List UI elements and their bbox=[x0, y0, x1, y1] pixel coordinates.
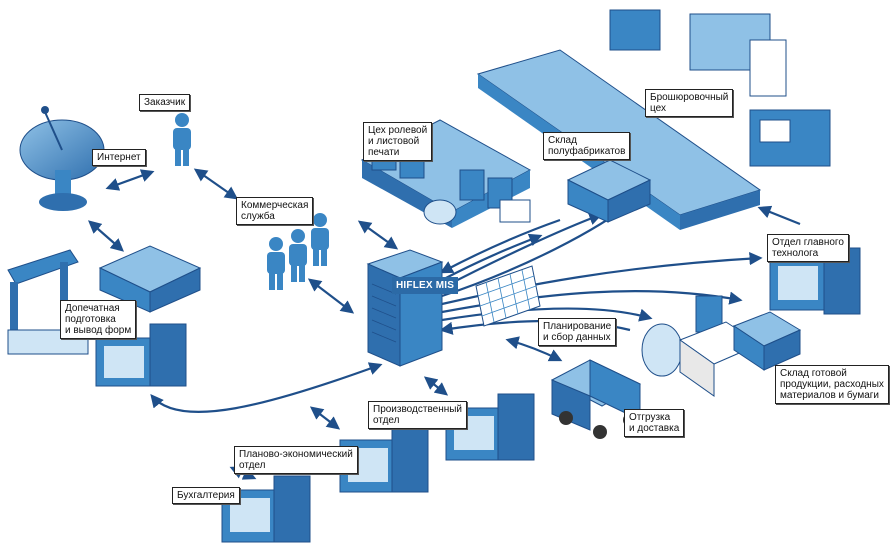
label-planning-econ: Планово-экономический отдел bbox=[234, 446, 358, 474]
workstation-accounting-icon bbox=[221, 475, 311, 543]
delivery-truck-icon bbox=[550, 359, 642, 439]
label-bindery: Брошюровочный цех bbox=[645, 89, 734, 117]
label-chief-tech: Отдел главного технолога bbox=[767, 234, 849, 262]
label-semi-warehouse: Склад полуфабрикатов bbox=[543, 132, 631, 160]
commercial-people-icon bbox=[267, 213, 329, 290]
customer-person-icon bbox=[173, 113, 191, 166]
label-finished-warehouse: Склад готовой продукции, расходных матер… bbox=[775, 365, 889, 404]
semi-finished-warehouse-icon bbox=[566, 159, 652, 223]
label-press-shop: Цех ролевой и листовой печати bbox=[363, 122, 433, 161]
bindery-line-icon bbox=[476, 9, 831, 230]
label-prepress: Допечатная подготовка и вывод форм bbox=[60, 300, 137, 339]
label-commercial: Коммерческая служба bbox=[236, 197, 314, 225]
label-production: Производственный отдел bbox=[368, 401, 468, 429]
hiflex-server-icon bbox=[366, 249, 444, 367]
planning-board-icon bbox=[475, 265, 541, 327]
label-hiflex-mis: HIFLEX MIS bbox=[392, 277, 459, 294]
label-customer: Заказчик bbox=[139, 94, 191, 111]
label-accounting: Бухгалтерия bbox=[172, 487, 240, 504]
label-shipping: Отгрузка и доставка bbox=[624, 409, 685, 437]
prepress-equipment-icon bbox=[7, 245, 202, 355]
workstation-prepress-icon bbox=[95, 323, 187, 387]
satellite-dish-icon bbox=[19, 106, 105, 211]
label-planning: Планирование и сбор данных bbox=[538, 318, 617, 346]
finished-warehouse-icon bbox=[641, 295, 802, 397]
label-internet: Интернет bbox=[92, 149, 146, 166]
